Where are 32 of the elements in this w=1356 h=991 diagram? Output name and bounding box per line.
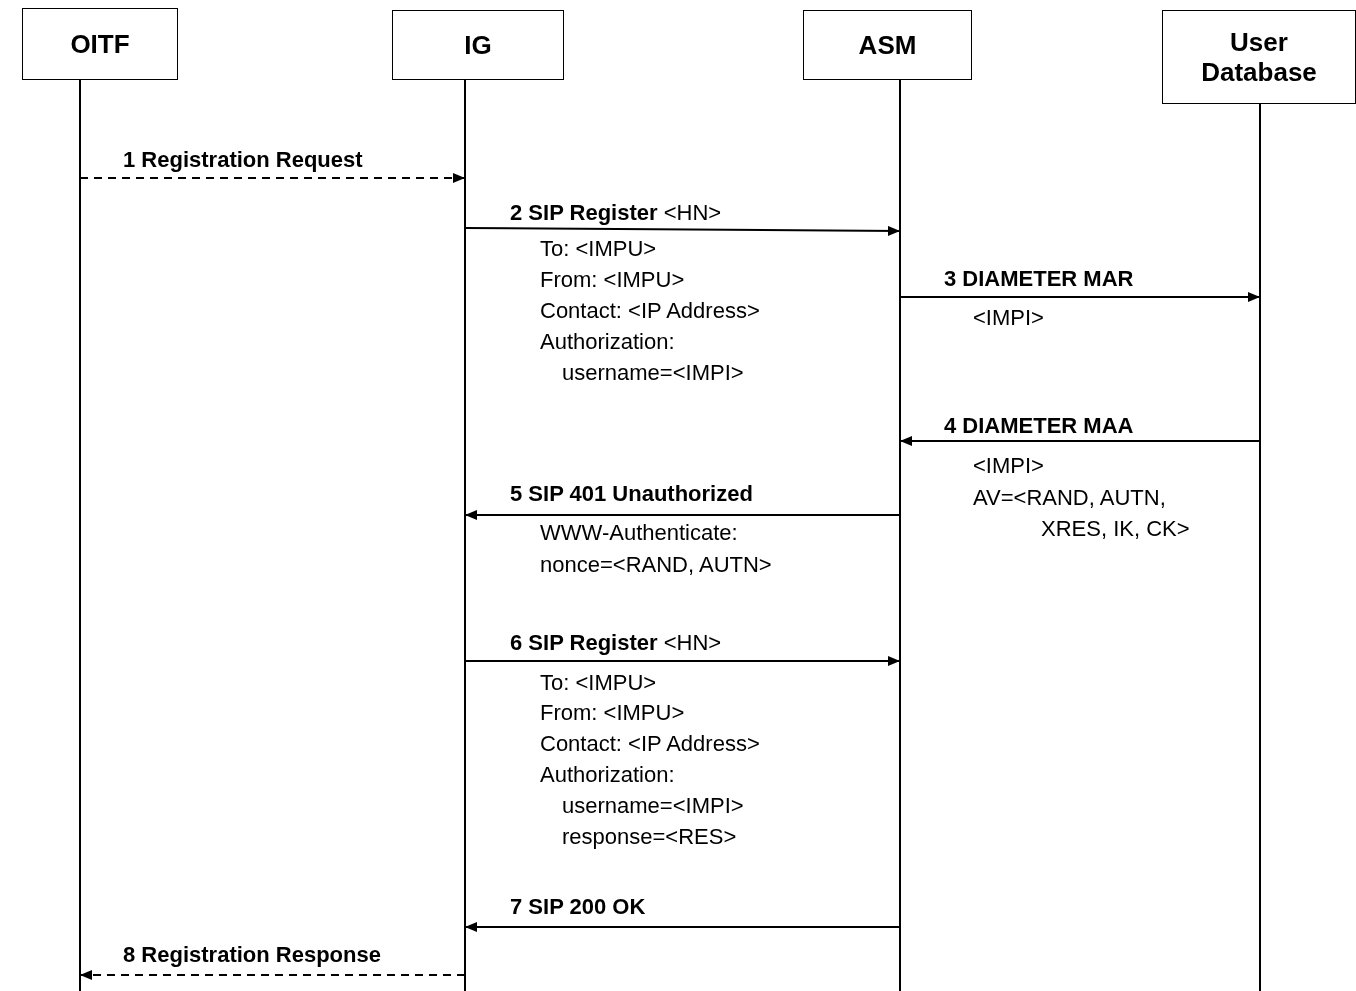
- message-parameter: AV=<RAND, AUTN, XRES, IK, CK>: [973, 484, 1191, 543]
- lifeline: [464, 80, 466, 991]
- message-parameter: From: <IMPU>: [540, 267, 685, 293]
- message-parameter: From: <IMPU>: [540, 700, 685, 726]
- message-arrow: [464, 656, 901, 666]
- message-parameter: Authorization:: [540, 329, 675, 355]
- participant-box: User Database: [1162, 10, 1356, 104]
- message-parameter: Contact: <IP Address>: [540, 298, 760, 324]
- message-parameter: <IMPI>: [973, 305, 1044, 331]
- participant-box: OITF: [22, 8, 178, 80]
- message-arrow: [464, 225, 901, 236]
- message-arrow: [899, 292, 1261, 302]
- lifeline: [899, 80, 901, 991]
- message-parameter: username=<IMPI>: [562, 793, 744, 819]
- participant-box: ASM: [803, 10, 972, 80]
- message-parameter: To: <IMPU>: [540, 236, 657, 262]
- message-arrow: [899, 436, 1261, 446]
- message-parameter: nonce=<RAND, AUTN>: [540, 552, 772, 578]
- message-arrow: [79, 173, 466, 183]
- lifeline: [79, 80, 81, 991]
- participant-box: IG: [392, 10, 564, 80]
- message-arrow: [79, 970, 466, 980]
- message-parameter: response=<RES>: [562, 824, 737, 850]
- message-arrow: [464, 922, 901, 932]
- message-parameter: WWW-Authenticate:: [540, 520, 738, 546]
- lifeline: [1259, 104, 1261, 991]
- message-parameter: Authorization:: [540, 762, 675, 788]
- message-parameter: To: <IMPU>: [540, 670, 657, 696]
- message-parameter: Contact: <IP Address>: [540, 731, 760, 757]
- message-parameter: <IMPI>: [973, 453, 1044, 479]
- message-arrow: [464, 510, 901, 520]
- message-parameter: username=<IMPI>: [562, 360, 744, 386]
